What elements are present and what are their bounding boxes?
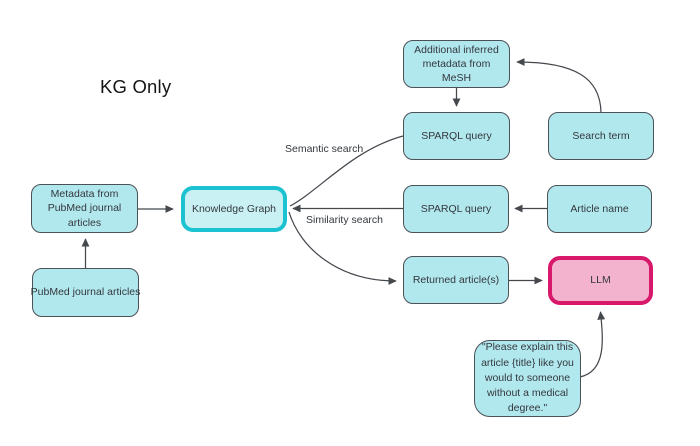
edge-label-semantic-search: Semantic search [285,143,364,155]
node-returned-articles: Returned article(s) [403,256,509,304]
edge-prompt-to-llm [579,311,606,378]
node-label: LLM [590,274,611,287]
node-label: SPARQL query [421,129,492,142]
node-label: SPARQL query [420,202,492,215]
node-sparql-query-semantic: SPARQL query [403,112,510,160]
node-label: Returned article(s) [412,273,500,286]
node-label: Article name [570,202,629,215]
node-label: Search term [572,129,630,142]
edge-search-to-additional [516,58,602,113]
node-label: Additional inferred metadata from MeSH [414,43,499,85]
node-prompt-quote: "Please explain this article {title} lik… [474,340,581,417]
diagram-title: KG Only [100,76,172,97]
edge-label-similarity-search: Similarity search [306,214,384,226]
node-pubmed-journal-articles: PubMed journal articles [30,268,141,317]
node-label: "Please explain this article {title} lik… [481,341,574,415]
node-label: Metadata from PubMed journal articles [47,188,122,229]
node-llm: LLM [548,256,653,305]
node-metadata-from-pubmed: Metadata from PubMed journal articles [31,184,138,233]
node-article-name: Article name [547,185,652,233]
node-additional-inferred-metadata: Additional inferred metadata from MeSH [403,40,510,88]
node-knowledge-graph: Knowledge Graph [181,186,287,232]
node-label: Knowledge Graph [191,202,277,215]
node-search-term: Search term [548,112,654,160]
node-label: PubMed journal articles [30,286,141,299]
node-sparql-query-similarity: SPARQL query [403,185,509,233]
